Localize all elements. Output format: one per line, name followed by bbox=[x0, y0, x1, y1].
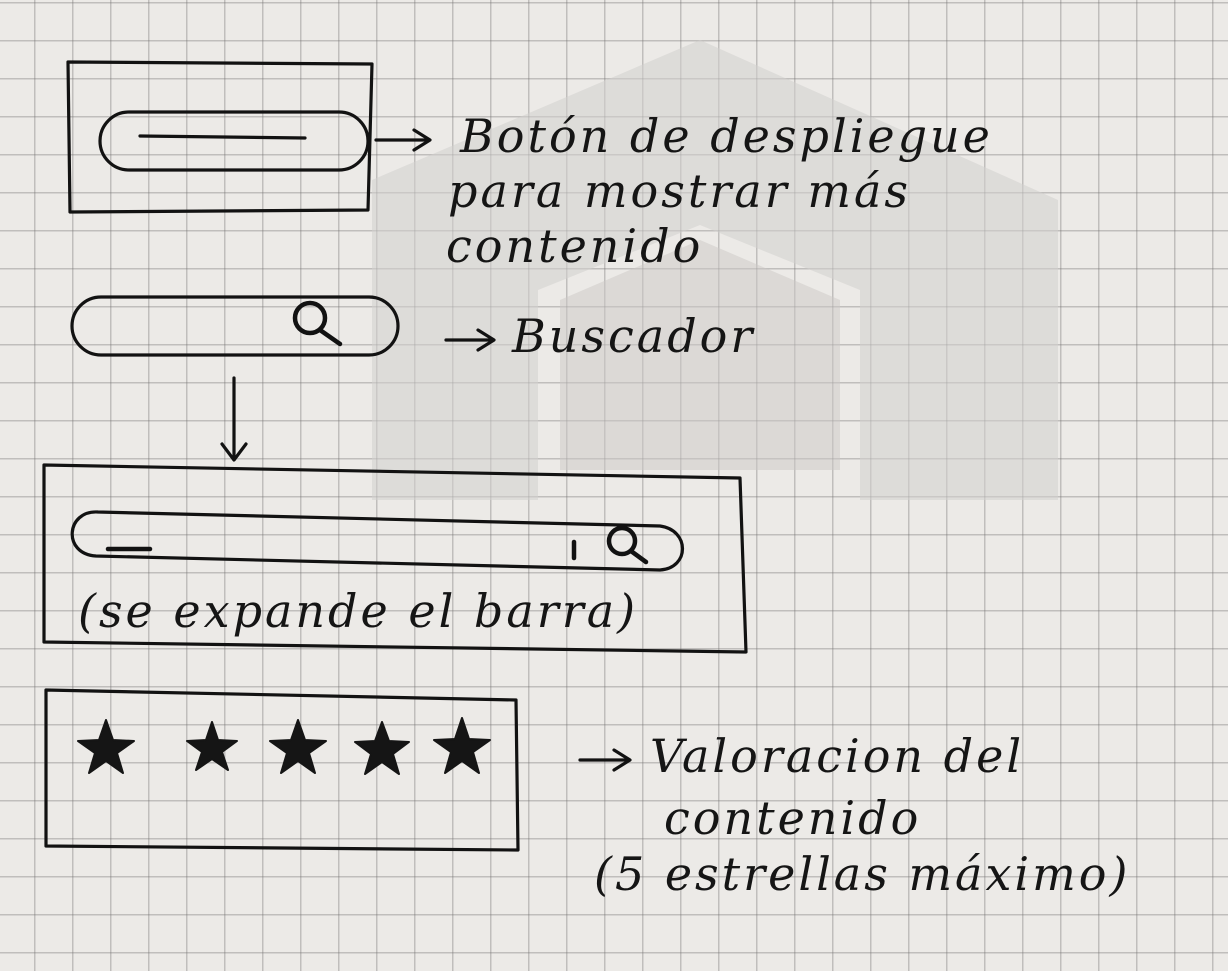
arrow-down-icon bbox=[220, 376, 248, 462]
rating-description-line2: contenido bbox=[664, 791, 922, 845]
toggle-button-bar bbox=[138, 134, 307, 140]
expanded-search-bar bbox=[70, 510, 685, 572]
toggle-button-frame bbox=[66, 60, 374, 214]
star-icon bbox=[354, 721, 410, 775]
search-bar bbox=[70, 295, 400, 357]
star-icon bbox=[186, 721, 238, 771]
expanded-frame bbox=[42, 463, 748, 654]
arrow-right-icon bbox=[444, 328, 496, 352]
search-icon bbox=[606, 525, 649, 565]
toggle-button-description-line3: contenido bbox=[446, 219, 704, 273]
rating-description-line3: (5 estrellas máximo) bbox=[594, 847, 1131, 901]
rating-description-line1: Valoracion del bbox=[650, 729, 1025, 783]
search-icon bbox=[292, 300, 343, 347]
star-icon bbox=[433, 717, 491, 774]
arrow-right-icon bbox=[374, 128, 432, 152]
toggle-button-pill bbox=[98, 110, 370, 172]
star-icon bbox=[77, 719, 135, 774]
toggle-button-description-line2: para mostrar más bbox=[448, 164, 911, 218]
arrow-right-icon bbox=[578, 748, 632, 772]
toggle-button-description-line1: Botón de despliegue bbox=[460, 109, 993, 163]
search-label: Buscador bbox=[512, 309, 756, 363]
star-icon bbox=[269, 719, 327, 774]
rating-frame bbox=[44, 688, 520, 852]
expanded-caption: (se expande el barra) bbox=[78, 584, 639, 638]
